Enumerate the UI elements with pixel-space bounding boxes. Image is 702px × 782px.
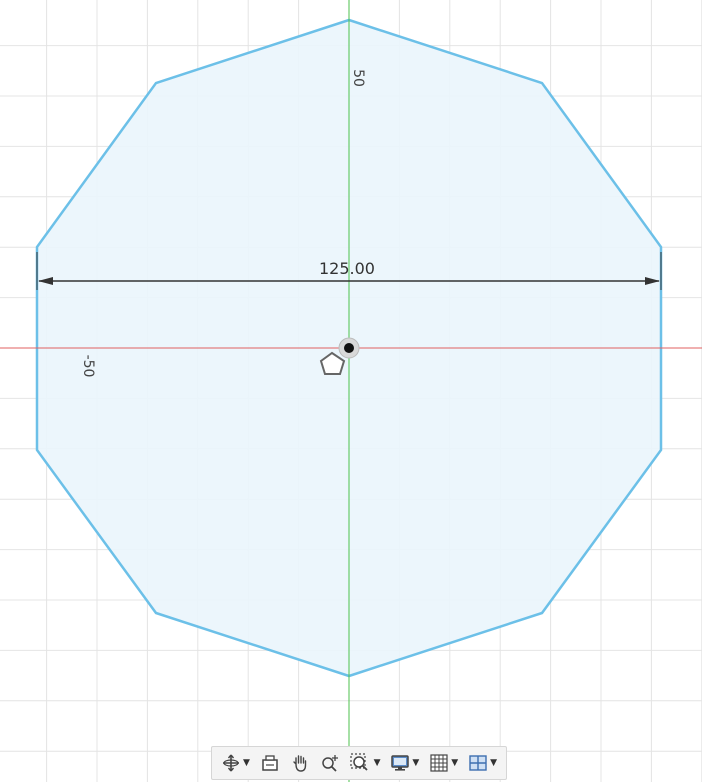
viewports-dropdown-caret[interactable]: ▼ — [490, 758, 498, 768]
grid-snaps-icon — [430, 754, 448, 772]
display-settings-button[interactable]: ▼ — [390, 750, 419, 776]
zoom-icon — [321, 755, 338, 772]
fit-dropdown-caret[interactable]: ▼ — [373, 758, 381, 768]
pan-hand-icon — [293, 755, 306, 772]
display-settings-icon — [391, 755, 410, 771]
sketch-origin[interactable] — [338, 337, 360, 359]
polygon-tool-icon — [319, 351, 346, 375]
fit-zoom-window-icon — [349, 753, 368, 771]
orbit-button[interactable]: ▼ — [221, 750, 250, 776]
zoom-button[interactable] — [320, 750, 340, 776]
origin-point[interactable] — [344, 343, 354, 353]
pan-button[interactable] — [290, 750, 310, 776]
dimension-arrow-right — [645, 277, 660, 285]
orbit-icon — [222, 754, 239, 772]
axis-label-left: -50 — [80, 355, 96, 378]
grid-snaps-button[interactable]: ▼ — [429, 750, 458, 776]
look-at-icon — [262, 755, 278, 771]
fit-zoom-window-button[interactable]: ▼ — [349, 750, 381, 776]
dimension-arrow-left — [38, 277, 53, 285]
width-dimension[interactable]: 125.00 — [36, 252, 662, 290]
dimension-value[interactable]: 125.00 — [319, 259, 375, 278]
grid-dropdown-caret[interactable]: ▼ — [451, 758, 459, 768]
viewports-icon — [469, 755, 487, 771]
axis-label-top: 50 — [350, 69, 366, 87]
navigation-toolbar: ▼ ▼ ▼ — [211, 746, 507, 780]
orbit-dropdown-caret[interactable]: ▼ — [242, 758, 250, 768]
look-at-button[interactable] — [260, 750, 280, 776]
display-dropdown-caret[interactable]: ▼ — [412, 758, 420, 768]
viewports-button[interactable]: ▼ — [468, 750, 497, 776]
